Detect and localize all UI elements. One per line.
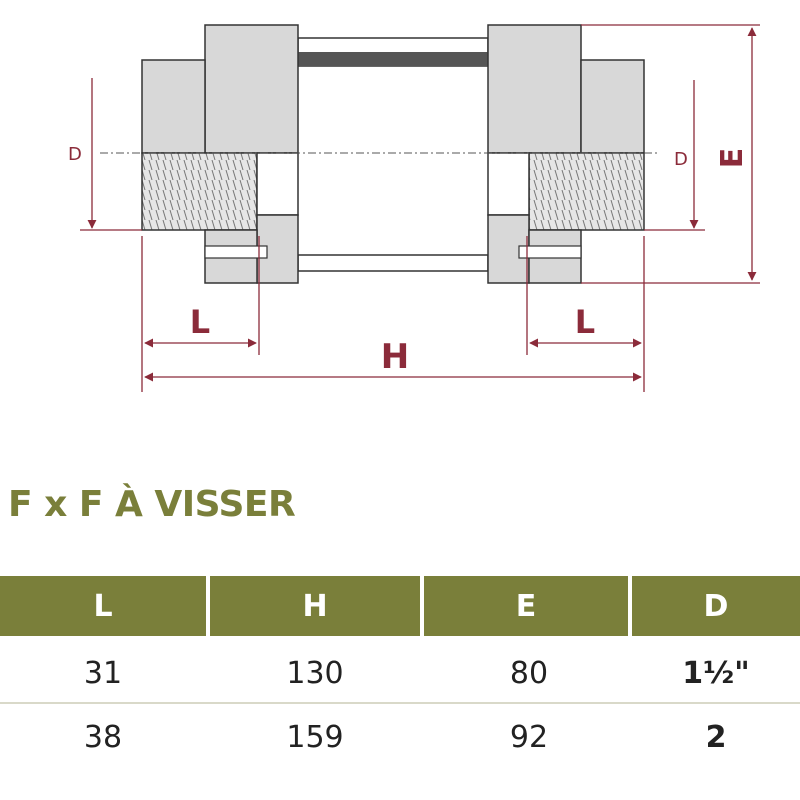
- header-h: H: [210, 576, 420, 636]
- right-union-body: [487, 24, 645, 284]
- label-l-right: L: [575, 303, 595, 341]
- cell-l: 31: [83, 655, 123, 691]
- label-e: E: [715, 148, 750, 169]
- header-d: D: [632, 576, 800, 636]
- header-e: E: [424, 576, 628, 636]
- cell-l: 38: [83, 719, 123, 755]
- table-row: 31 130 80 1½": [0, 648, 800, 698]
- label-l-left: L: [190, 303, 210, 341]
- cell-h: 159: [286, 719, 344, 755]
- cell-e: 80: [509, 655, 549, 691]
- label-d-left: D: [68, 144, 82, 165]
- product-title: F x F À VISSER: [8, 484, 296, 525]
- header-l: L: [0, 576, 206, 636]
- table-header: L H E D: [0, 576, 800, 636]
- row-divider: [0, 702, 800, 704]
- cell-d: 1½": [682, 655, 750, 691]
- cell-e: 92: [509, 719, 549, 755]
- center-tube: [297, 37, 489, 272]
- fitting-diagram: D D E L L H: [68, 24, 760, 392]
- cell-h: 130: [286, 655, 344, 691]
- left-union-body: [141, 24, 299, 284]
- table-row: 38 159 92 2: [0, 712, 800, 762]
- cell-d: 2: [705, 719, 727, 755]
- label-h: H: [381, 337, 409, 377]
- label-d-right: D: [674, 149, 688, 170]
- dimension-lines: [80, 24, 760, 392]
